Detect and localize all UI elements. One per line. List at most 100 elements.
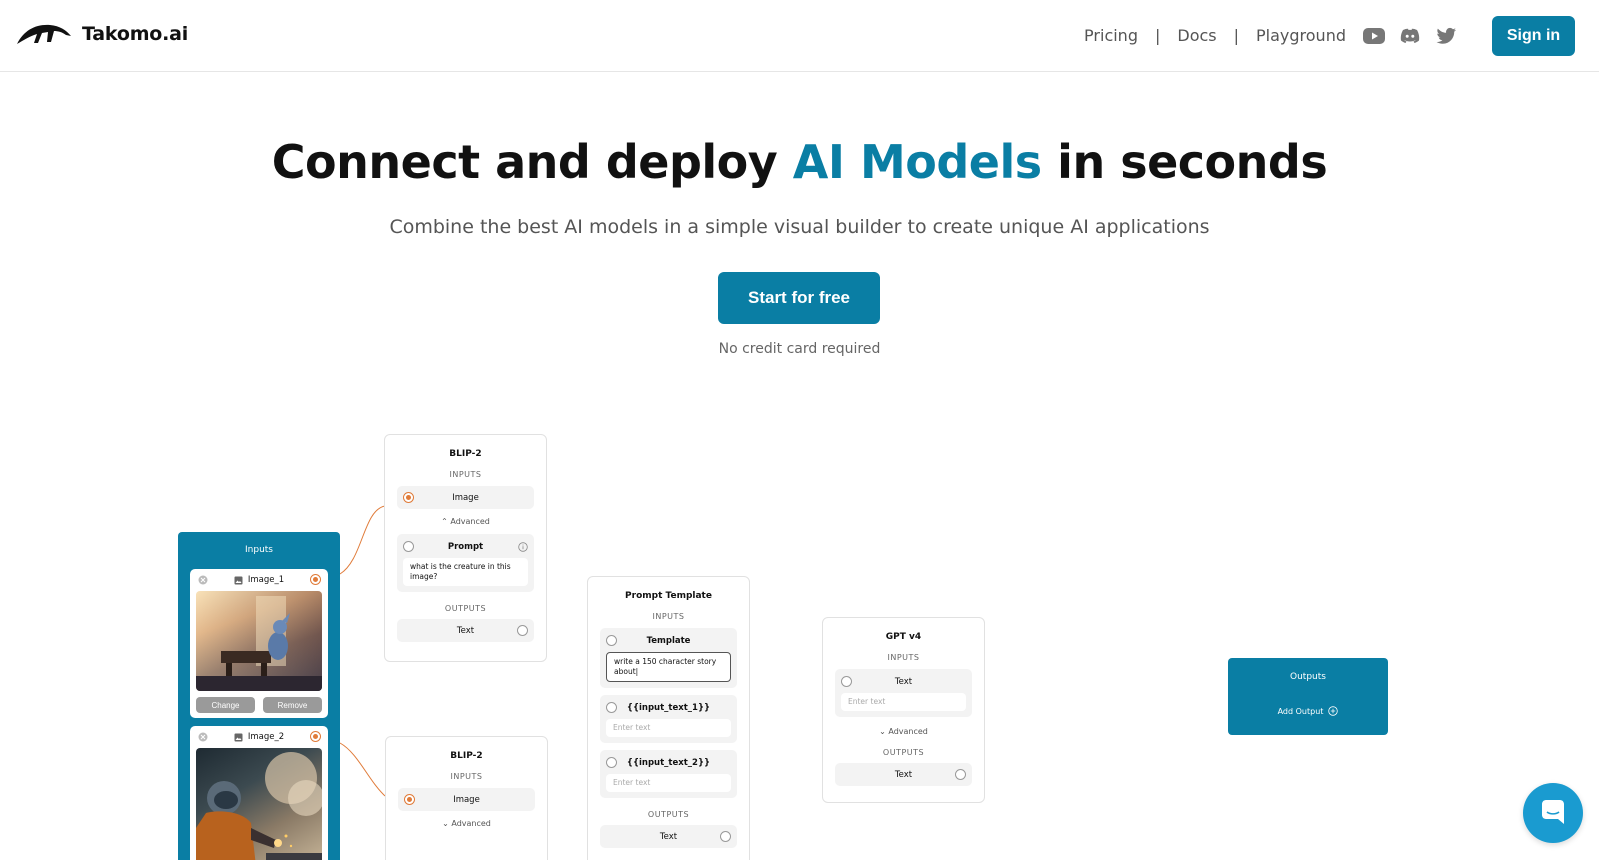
- hero-title-part1: Connect and deploy: [271, 135, 793, 189]
- add-output-button[interactable]: Add Output: [1228, 706, 1388, 716]
- node-title: GPT v4: [885, 632, 922, 642]
- brand-name: Takomo.ai: [82, 23, 189, 45]
- text-output-port[interactable]: [720, 831, 731, 842]
- advanced-label: Advanced: [451, 819, 491, 828]
- no-credit-card-note: No credit card required: [718, 341, 881, 357]
- chevron-up-icon: ⌃: [441, 517, 448, 526]
- inputs-section-label: INPUTS: [652, 612, 685, 621]
- nav-divider: |: [1233, 26, 1240, 45]
- image-input-port[interactable]: [404, 794, 415, 805]
- hero-title-part2: in seconds: [1041, 135, 1328, 189]
- discord-icon[interactable]: [1398, 24, 1422, 48]
- hero-title: Connect and deploy AI Models in seconds: [0, 135, 1599, 189]
- input-text-1-port[interactable]: [606, 702, 617, 713]
- input-text-2-port[interactable]: [606, 757, 617, 768]
- text-input-field[interactable]: Enter text: [841, 693, 966, 711]
- chat-bubble-icon: [1542, 800, 1564, 824]
- astronaut-welder-illustration: [196, 752, 322, 860]
- port-label: Text: [894, 769, 913, 780]
- twitter-icon[interactable]: [1434, 24, 1458, 48]
- image-input-card[interactable]: Image_2: [190, 726, 328, 860]
- inputs-node[interactable]: Inputs Image_1: [178, 532, 340, 860]
- inputs-section-label: INPUTS: [450, 772, 483, 781]
- nav-docs[interactable]: Docs: [1177, 26, 1217, 45]
- image-port-row[interactable]: Image: [398, 788, 535, 811]
- prompt-input-block[interactable]: Prompt what is the creature in this imag…: [397, 534, 534, 592]
- top-nav: Pricing | Docs | Playground Sign in: [1084, 15, 1575, 56]
- port-label: Image: [452, 492, 479, 503]
- inputs-section-label: INPUTS: [887, 653, 920, 662]
- nav-divider: |: [1154, 26, 1161, 45]
- prompt-input-port[interactable]: [403, 541, 414, 552]
- image-output-port[interactable]: [310, 574, 321, 585]
- image-preview: [196, 748, 322, 860]
- image-input-name: Image_2: [247, 732, 285, 742]
- text-input-block[interactable]: Text Enter text: [835, 669, 972, 717]
- text-output-row[interactable]: Text: [835, 763, 972, 786]
- info-icon[interactable]: [518, 542, 528, 552]
- hero-title-accent: AI Models: [792, 135, 1042, 189]
- nav-pricing[interactable]: Pricing: [1084, 26, 1138, 45]
- sign-in-button[interactable]: Sign in: [1492, 15, 1575, 56]
- image-input-card[interactable]: Image_1: [190, 569, 328, 718]
- input-text-1-field[interactable]: Enter text: [606, 719, 731, 737]
- blip2-node[interactable]: BLIP-2 INPUTS Image ⌄ Advanced: [385, 736, 548, 860]
- port-label: Text: [659, 831, 678, 842]
- remove-image-button[interactable]: Remove: [263, 697, 322, 713]
- outputs-section-label: OUTPUTS: [882, 748, 925, 757]
- add-output-label: Add Output: [1277, 706, 1324, 716]
- input-text-2-block[interactable]: {{input_text_2}} Enter text: [600, 750, 737, 798]
- advanced-label: Advanced: [888, 727, 928, 736]
- text-output-port[interactable]: [517, 625, 528, 636]
- input-text-1-label: {{input_text_1}}: [626, 703, 711, 713]
- advanced-toggle[interactable]: ⌄ Advanced: [823, 727, 984, 736]
- change-image-button[interactable]: Change: [196, 697, 255, 713]
- text-input-port[interactable]: [841, 676, 852, 687]
- text-output-row[interactable]: Text: [600, 825, 737, 848]
- close-circle-icon[interactable]: [198, 732, 208, 742]
- advanced-toggle[interactable]: ⌃ Advanced: [385, 517, 546, 526]
- blip2-node[interactable]: BLIP-2 INPUTS Image ⌃ Advanced Prompt wh…: [384, 434, 547, 662]
- image-output-port[interactable]: [310, 731, 321, 742]
- template-input-block[interactable]: Template write a 150 character story abo…: [600, 628, 737, 688]
- visual-builder-preview: Inputs Image_1: [178, 410, 1418, 860]
- template-label: Template: [646, 636, 691, 646]
- template-input-port[interactable]: [606, 635, 617, 646]
- input-text-1-block[interactable]: {{input_text_1}} Enter text: [600, 695, 737, 743]
- inputs-section-label: INPUTS: [449, 470, 482, 479]
- prompt-input[interactable]: what is the creature in this image?: [403, 558, 528, 586]
- node-connectors: [339, 505, 386, 797]
- image-icon: [234, 576, 243, 584]
- inputs-node-title: Inputs: [245, 545, 273, 555]
- outputs-section-label: OUTPUTS: [444, 604, 487, 613]
- nav-playground[interactable]: Playground: [1256, 26, 1346, 45]
- close-circle-icon[interactable]: [198, 575, 208, 585]
- template-input[interactable]: write a 150 character story about|: [606, 652, 731, 682]
- advanced-toggle[interactable]: ⌄ Advanced: [386, 819, 547, 828]
- hero-subtitle: Combine the best AI models in a simple v…: [389, 216, 1210, 238]
- plus-circle-icon: [1328, 706, 1339, 716]
- outputs-section-label: OUTPUTS: [647, 810, 690, 819]
- brand-logo[interactable]: Takomo.ai: [16, 22, 188, 46]
- start-for-free-button[interactable]: Start for free: [718, 272, 880, 324]
- input-text-2-label: {{input_text_2}}: [626, 758, 711, 768]
- chevron-down-icon: ⌄: [879, 727, 886, 736]
- advanced-label: Advanced: [450, 517, 490, 526]
- prompt-template-node[interactable]: Prompt Template INPUTS Template write a …: [587, 576, 750, 860]
- image-icon: [234, 733, 243, 741]
- text-input-label: Text: [894, 677, 913, 687]
- node-title: BLIP-2: [449, 449, 482, 459]
- image-input-port[interactable]: [403, 492, 414, 503]
- youtube-icon[interactable]: [1362, 24, 1386, 48]
- port-label: Image: [453, 794, 480, 805]
- prompt-label: Prompt: [447, 542, 484, 552]
- outputs-node[interactable]: Outputs Add Output: [1228, 658, 1388, 735]
- text-output-row[interactable]: Text: [397, 619, 534, 642]
- gpt-v4-node[interactable]: GPT v4 INPUTS Text Enter text ⌄ Advanced…: [822, 617, 985, 803]
- input-text-2-field[interactable]: Enter text: [606, 774, 731, 792]
- text-output-port[interactable]: [955, 769, 966, 780]
- port-label: Text: [456, 625, 475, 636]
- image-port-row[interactable]: Image: [397, 486, 534, 509]
- chat-widget-button[interactable]: [1523, 783, 1583, 843]
- site-header: Takomo.ai Pricing | Docs | Playground Si…: [0, 0, 1599, 72]
